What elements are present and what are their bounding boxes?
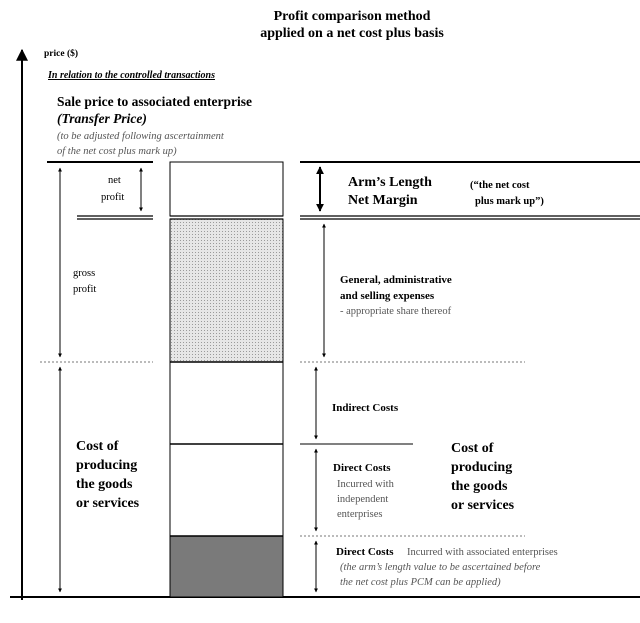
ga-label-2: and selling expenses — [340, 290, 435, 302]
alnm-label-2: Net Margin — [348, 193, 418, 208]
direct-associated-label-2: Incurred with associated enterprises — [407, 547, 558, 558]
indirect-label: Indirect Costs — [332, 402, 399, 414]
direct-independent-label-4: enterprises — [337, 509, 382, 520]
column-ga-expenses — [169, 218, 284, 363]
sale-price-line-2: (Transfer Price) — [57, 111, 147, 126]
sale-price-note-2: of the net cost plus mark up) — [57, 146, 177, 157]
context-note: In relation to the controlled transactio… — [47, 70, 215, 81]
gross-profit-label-1: gross — [73, 268, 95, 279]
column-net-profit — [169, 161, 284, 217]
right-cost-label-3: the goods — [451, 479, 508, 494]
gross-profit-label-2: profit — [73, 284, 96, 295]
column-indirect-costs — [169, 361, 284, 445]
sale-price-note-1: (to be adjusted following ascertainment — [57, 131, 225, 142]
direct-independent-label-1: Direct Costs — [333, 462, 391, 474]
left-cost-label-1: Cost of — [76, 439, 119, 454]
alnm-note-2: plus mark up”) — [475, 196, 544, 207]
left-cost-label-4: or services — [76, 496, 140, 511]
column-direct-associated — [169, 535, 284, 598]
column-direct-independent — [169, 443, 284, 537]
right-cost-label-2: producing — [451, 460, 512, 475]
alnm-label-1: Arm’s Length — [348, 175, 432, 190]
ga-label-3: - appropriate share thereof — [340, 306, 452, 317]
right-cost-label-1: Cost of — [451, 441, 494, 456]
left-cost-label-3: the goods — [76, 477, 133, 492]
right-cost-label-4: or services — [451, 498, 515, 513]
left-cost-label-2: producing — [76, 458, 137, 473]
sale-price-line-1: Sale price to associated enterprise — [57, 94, 252, 109]
title-line-1: Profit comparison method — [274, 9, 431, 24]
direct-independent-label-2: Incurred with — [337, 479, 395, 490]
title-line-2: applied on a net cost plus basis — [260, 26, 444, 41]
net-profit-label-1: net — [108, 175, 121, 186]
direct-associated-label-1: Direct Costs — [336, 546, 394, 558]
ga-label-1: General, administrative — [340, 274, 452, 286]
direct-associated-label-4: the net cost plus PCM can be applied) — [340, 577, 501, 588]
net-profit-label-2: profit — [101, 192, 124, 203]
alnm-note-1: (“the net cost — [470, 180, 530, 191]
direct-associated-label-3: (the arm’s length value to be ascertaine… — [340, 562, 541, 573]
axis-label: price ($) — [44, 48, 78, 59]
direct-independent-label-3: independent — [337, 494, 388, 505]
